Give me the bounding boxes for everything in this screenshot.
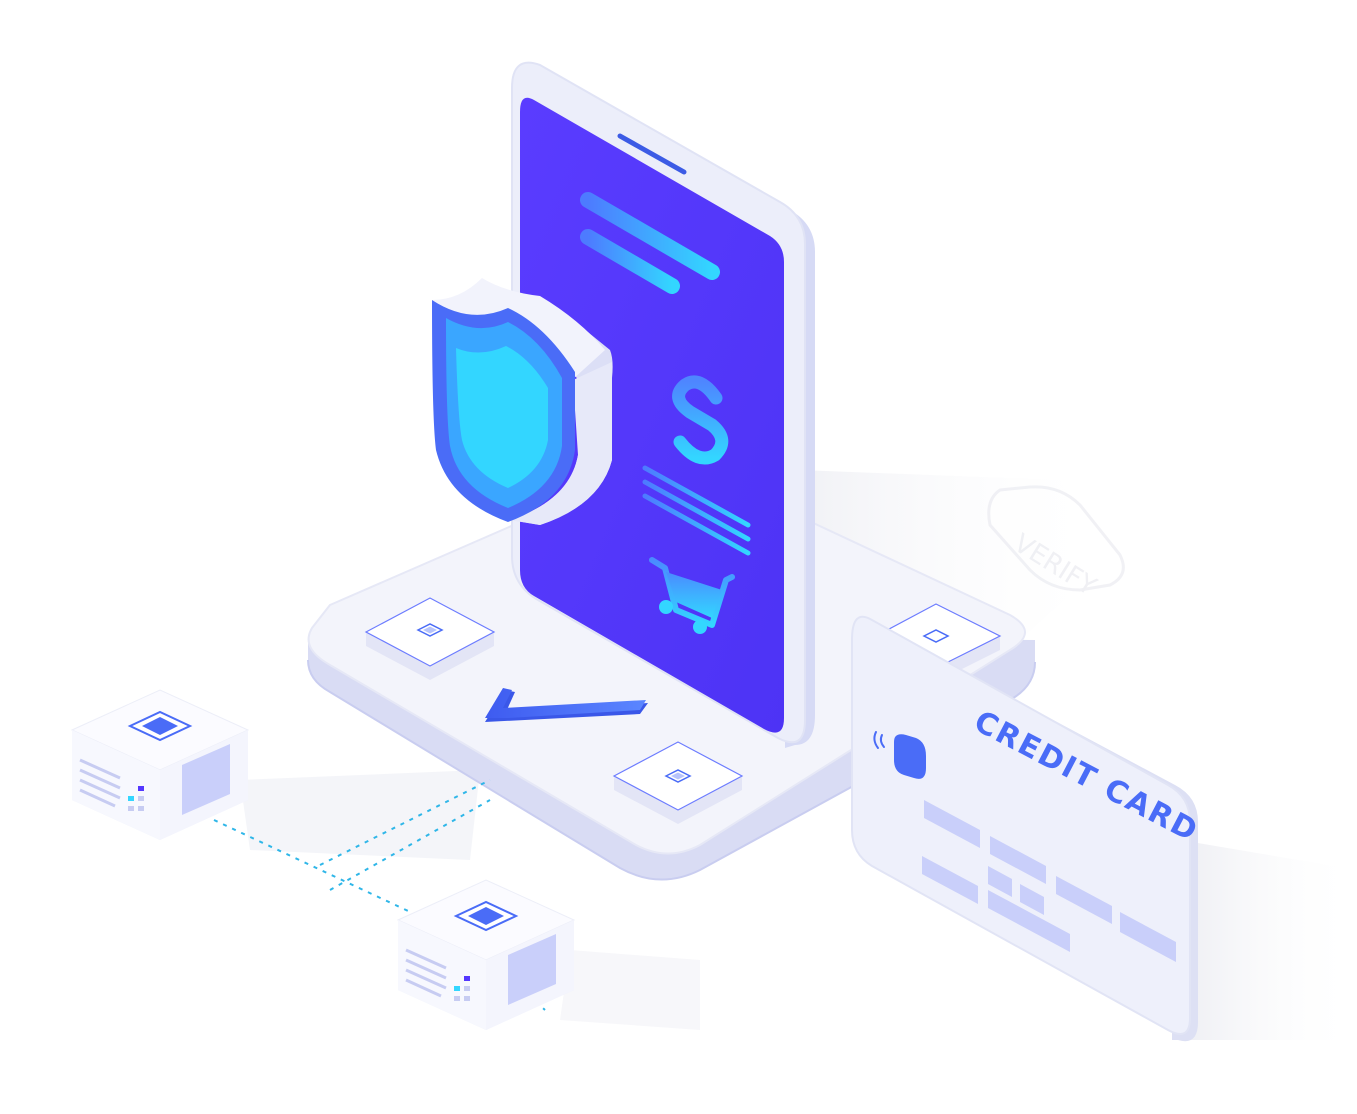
nfc-icon bbox=[873, 731, 885, 749]
shopping-cart-icon bbox=[649, 557, 735, 634]
dollar-icon bbox=[672, 366, 729, 466]
screen-text-bars bbox=[580, 192, 720, 294]
chip-icon bbox=[894, 734, 926, 779]
card-number-blocks bbox=[922, 800, 1176, 962]
platform-pad-bottom bbox=[612, 741, 744, 824]
phone-screen bbox=[520, 97, 784, 733]
server-box-bottom bbox=[396, 879, 576, 1030]
shield-icon bbox=[432, 278, 613, 525]
phone bbox=[511, 61, 815, 748]
screen-lines bbox=[642, 465, 751, 556]
phone-speaker bbox=[617, 133, 687, 175]
platform-pad-left bbox=[364, 597, 496, 680]
server-box-left bbox=[70, 689, 250, 840]
checkmark-icon bbox=[485, 688, 648, 722]
